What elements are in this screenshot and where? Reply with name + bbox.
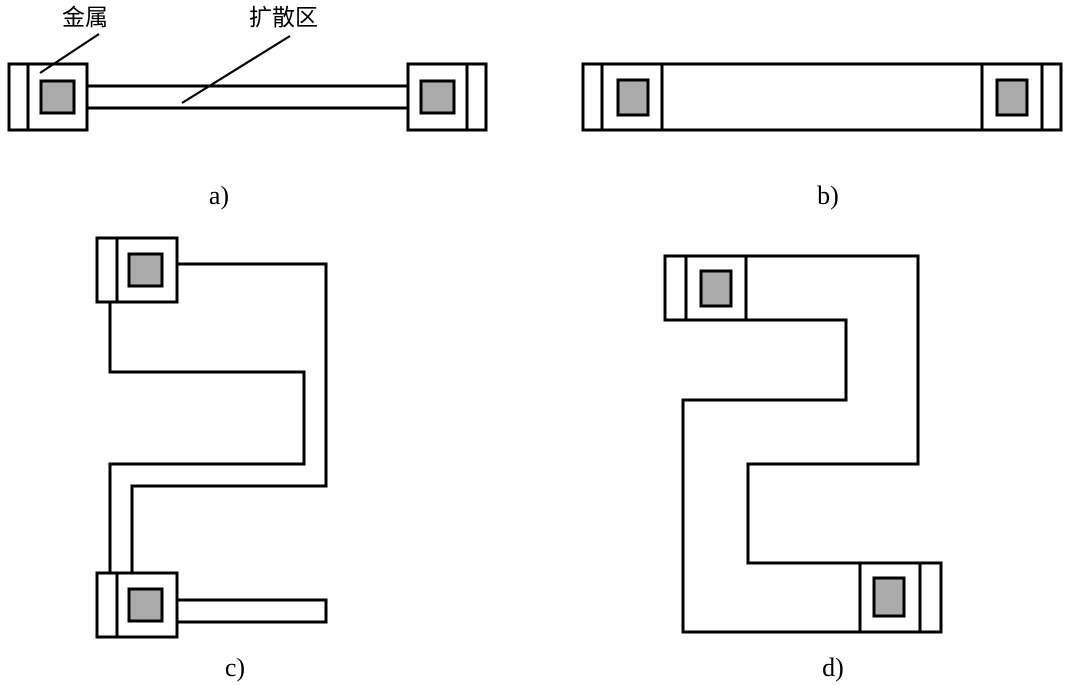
- panel-a-left-contact-pad: [7, 62, 89, 132]
- panel-a-right-metal-square: [419, 79, 456, 115]
- panel-c-caption: c): [225, 653, 245, 682]
- panel-b-left-contact-pad: [600, 64, 664, 130]
- panel-d: d): [663, 254, 943, 682]
- panel-a-caption: a): [209, 181, 229, 210]
- diffusion-label: 扩散区: [249, 5, 318, 31]
- diffusion-leader-line: [181, 35, 291, 104]
- panel-d-bottom-metal-square: [872, 576, 906, 618]
- panel-d-caption: d): [822, 653, 844, 682]
- panel-b-right-contact-pad: [980, 64, 1044, 130]
- metal-label: 金属: [62, 5, 108, 31]
- panel-a-diffusion-strip: [84, 84, 412, 110]
- panel-c: c): [95, 236, 328, 682]
- panel-a: 金属 扩散区 a): [7, 5, 488, 210]
- panel-c-top-contact-pad: [95, 236, 179, 304]
- panel-d-serpentine-region: [663, 254, 943, 634]
- panel-c-bottom-contact-pad: [95, 571, 179, 639]
- panel-b-diffusion-bar: [581, 62, 1063, 132]
- panel-b: b): [581, 62, 1063, 210]
- panel-c-bottom-metal-square: [127, 587, 164, 623]
- panel-a-right-contact-pad: [406, 62, 488, 132]
- panel-d-top-metal-square: [699, 269, 733, 308]
- panel-b-left-metal-square: [616, 78, 650, 117]
- metal-leader-line: [39, 33, 100, 74]
- panel-a-left-metal-square: [39, 79, 76, 115]
- panel-d-top-contact-pad: [684, 256, 748, 320]
- panel-c-serpentine-trace: [108, 262, 328, 624]
- panel-d-bottom-contact-pad: [858, 563, 922, 632]
- panel-b-right-metal-square: [995, 78, 1029, 117]
- panel-c-top-metal-square: [127, 252, 164, 288]
- panel-b-caption: b): [817, 181, 839, 210]
